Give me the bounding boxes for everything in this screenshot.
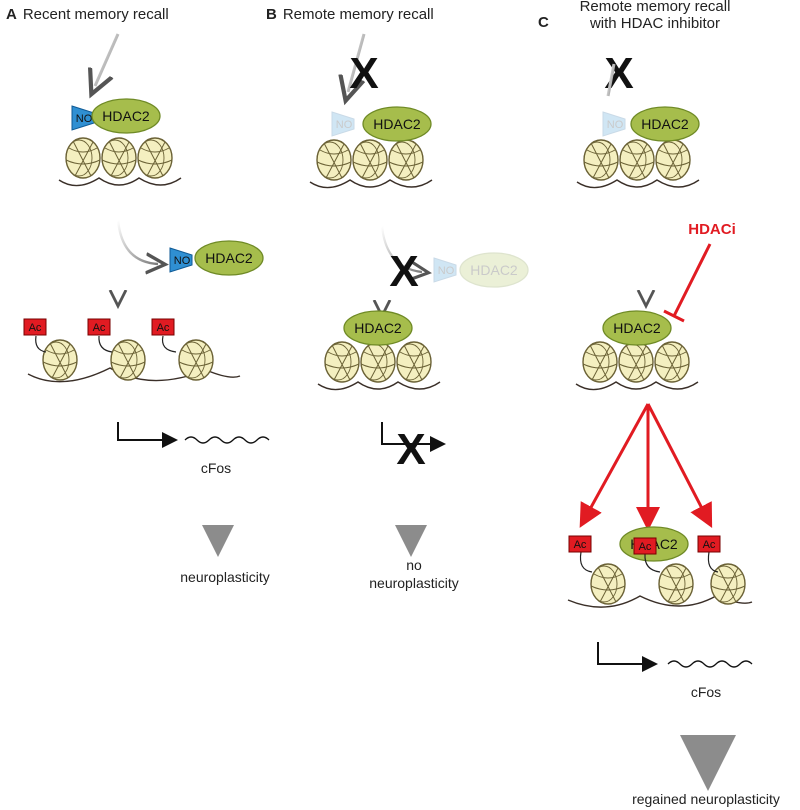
recall-arrow-a [95,33,120,86]
outcome-label-a: neuroplasticity [180,569,270,585]
hdac2-label-a: HDAC2 [102,108,150,124]
hdac2-label-b-released: HDAC2 [470,262,518,278]
chromatin-c-top [577,140,699,188]
chromatin-b-top [310,140,432,188]
panel-c: X NO HDAC2 HDACi HDAC2 HDAC2 [567,49,780,807]
release-arrow-a [116,219,158,264]
nucleosome-a2 [110,339,146,381]
cfos-wave-c [667,660,753,668]
nucleosome-c3 [710,563,746,605]
hdaci-inhibitor-line [672,243,712,317]
block-x-b3: X [396,425,425,474]
nucleosome-c2 [658,563,694,605]
block-x-b2: X [389,247,418,296]
no-label-c-faded: NO [607,119,624,131]
no-label-released: NO [174,255,191,267]
panel-c-letter: C [538,14,549,31]
panel-a: NO HDAC2 NO HDAC2 Ac Ac Ac cFos neuropla… [23,33,270,585]
recall-arrow-b [348,33,366,92]
no-label-b-faded: NO [336,119,353,131]
hdaci-inhibitor-bar [663,309,685,323]
no-label-a: NO [76,113,93,125]
ac-label-a2: Ac [93,322,106,334]
red-arrow-right [646,403,713,528]
nucleosome-a1 [42,339,78,381]
hdac2-label-c-top: HDAC2 [641,116,689,132]
hdac2-label-released: HDAC2 [205,250,253,266]
ac-label-a3: Ac [157,322,170,334]
ac-label-c1: Ac [574,539,587,551]
nucleosome-a3 [178,339,214,381]
no-label-b-released: NO [438,265,455,277]
hdac2-label-c-bound: HDAC2 [613,320,661,336]
chromatin-b-bottom [318,342,440,390]
ac-label-c2: Ac [639,541,652,553]
nucleosome-c1 [590,563,626,605]
chromatin-c-middle [576,342,698,390]
outcome-label-c: regained neuroplasticity [632,791,780,807]
transcription-arrow-c [597,642,658,672]
ac-label-a1: Ac [29,322,42,334]
hdac2-label-b-top: HDAC2 [373,116,421,132]
ac-label-c3: Ac [703,539,716,551]
panel-b: X NO HDAC2 X NO HDAC2 HDAC2 X no neuropl… [310,33,529,591]
cfos-label-c: cFos [691,684,721,700]
block-x-b1: X [349,49,378,98]
transcription-arrow-a [117,422,178,448]
red-arrow-left [579,403,650,528]
cfos-label-a: cFos [201,460,231,476]
release-arrow-b [380,225,422,272]
recall-arrow-c [606,63,616,97]
hdac2-label-b-bound: HDAC2 [354,320,402,336]
transcription-arrow-b [381,422,446,452]
chromatin-a-top [59,138,181,186]
cfos-wave-a [184,436,270,444]
outcome-label-b1: no [406,557,422,573]
hdaci-label: HDACi [688,221,736,238]
outcome-label-b2: neuroplasticity [369,575,459,591]
